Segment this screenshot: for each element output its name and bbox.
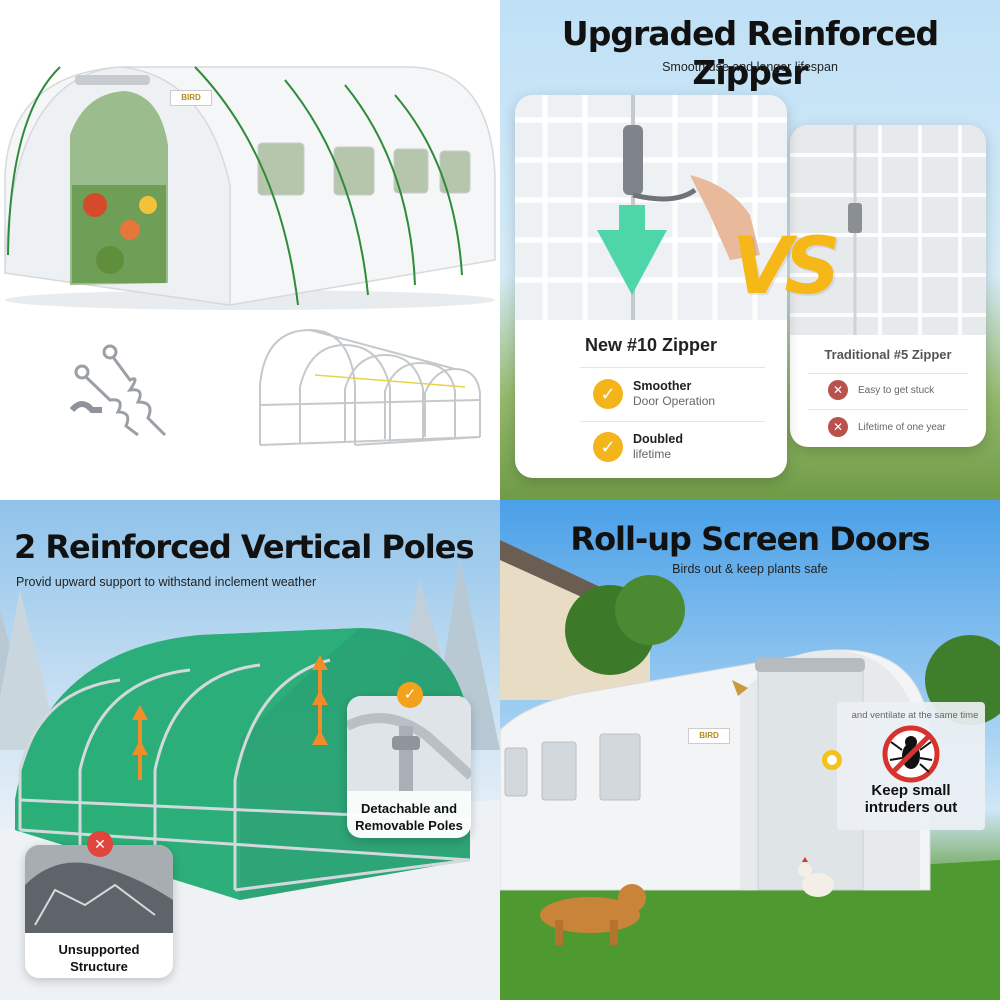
- product-overview-panel: BIRD: [0, 0, 500, 500]
- check-icon: ✓: [593, 432, 623, 462]
- detachable-poles-label: Detachable and Removable Poles: [355, 801, 463, 833]
- x-icon: ✕: [828, 417, 848, 437]
- traditional-feature-2: ✕ Lifetime of one year: [828, 417, 946, 437]
- headline-doors: Roll-up Screen Doors: [570, 520, 930, 558]
- greenhouse-tunnel-image: [4, 66, 496, 310]
- detachable-poles-callout: Detachable and Removable Poles: [347, 696, 471, 838]
- brand-label: BIRD: [170, 90, 212, 106]
- new-zipper-title: New #10 Zipper: [584, 335, 718, 355]
- traditional-zipper-title: Traditional #5 Zipper: [824, 347, 952, 362]
- subline-zipper: Smooth use and longer lifespan: [662, 60, 838, 74]
- zipper-comparison-panel: Upgraded Reinforced Zipper Smooth use an…: [500, 0, 1000, 500]
- x-icon: ✕: [828, 380, 848, 400]
- steel-frame-image: [259, 328, 481, 446]
- ground-stakes-image: [70, 344, 167, 437]
- keep-intruders-label: Keep small intruders out: [864, 782, 958, 816]
- traditional-zipper-card: Traditional #5 Zipper ✕ Easy to get stuc…: [790, 125, 986, 447]
- brand-label-door: BIRD: [688, 728, 730, 744]
- versus-label: VS: [732, 222, 841, 312]
- headline-poles: 2 Reinforced Vertical Poles: [14, 528, 475, 566]
- traditional-zipper-photo: [790, 125, 986, 335]
- new-zipper-photo: [515, 95, 787, 320]
- collapsed-greenhouse-photo: [25, 845, 173, 933]
- subline-doors: Birds out & keep plants safe: [672, 562, 828, 576]
- highlight-dot: [822, 750, 842, 770]
- x-badge-icon: ✕: [87, 831, 113, 857]
- unsupported-structure-callout: Unsupported Structure: [25, 845, 173, 978]
- pole-joint-photo: [347, 696, 471, 791]
- keep-intruders-card: Keep small intruders out: [837, 702, 985, 830]
- subline-poles: Provid upward support to withstand incle…: [16, 575, 317, 589]
- ventilate-note: and ventilate at the same time: [851, 710, 979, 721]
- screen-doors-panel: Roll-up Screen Doors Birds out & keep pl…: [500, 500, 1000, 1000]
- check-badge-icon: ✓: [397, 682, 423, 708]
- traditional-feature-1: ✕ Easy to get stuck: [828, 380, 934, 400]
- check-icon: ✓: [593, 379, 623, 409]
- no-insects-icon: [882, 725, 940, 783]
- headline-zipper: Upgraded Reinforced Zipper: [561, 14, 939, 92]
- unsupported-structure-label: Unsupported Structure: [58, 942, 140, 974]
- vertical-poles-panel: 2 Reinforced Vertical Poles Provid upwar…: [0, 500, 500, 1000]
